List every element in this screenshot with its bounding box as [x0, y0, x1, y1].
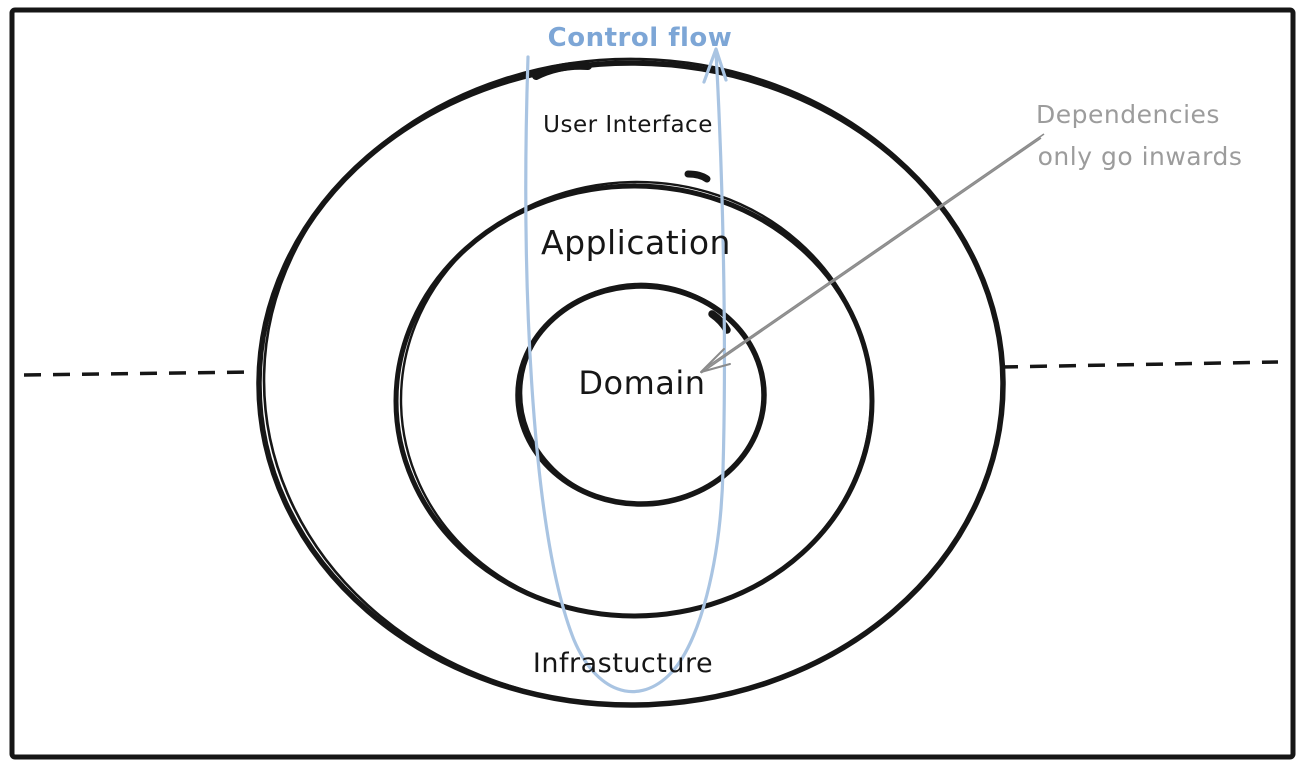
control-flow-loop — [524, 47, 728, 694]
dependencies-note-line-1: Dependencies — [1036, 100, 1220, 129]
middle-circle — [393, 170, 875, 619]
dependencies-note-line-2: only go inwards — [1038, 142, 1243, 171]
inner-circle-sketch-stroke — [519, 282, 765, 506]
dependencies-arrow-line-2 — [700, 137, 1042, 374]
horizontal-dashed-line-right — [1000, 360, 1279, 369]
layer-label-infrastructure: Infrastucture — [533, 648, 713, 679]
layer-label-domain: Domain — [578, 364, 705, 402]
layer-label-user-interface: User Interface — [543, 112, 713, 138]
outer-circle-sketch-stroke — [262, 57, 1004, 707]
horizontal-dashed-line-left — [23, 370, 257, 377]
middle-circle-pen-overlap — [684, 170, 711, 183]
layer-label-application: Application — [541, 223, 731, 262]
middle-circle-sketch-stroke — [399, 180, 873, 618]
dependencies-arrow — [700, 133, 1045, 374]
inner-circle — [515, 282, 767, 507]
diagram-frame-border — [9, 7, 1296, 760]
dependencies-arrowhead-icon — [700, 348, 731, 373]
control-flow-arrowhead-icon — [702, 47, 728, 84]
outer-circle-pen-overlap — [532, 61, 592, 80]
dependencies-note: Dependencies only go inwards — [1036, 100, 1242, 171]
inner-circle-pen-overlap — [708, 310, 731, 334]
control-flow-label: Control flow — [548, 23, 733, 53]
dependencies-arrow-line-1 — [703, 133, 1045, 370]
outer-circle — [256, 57, 1006, 708]
control-flow-loop-path — [524, 50, 727, 694]
